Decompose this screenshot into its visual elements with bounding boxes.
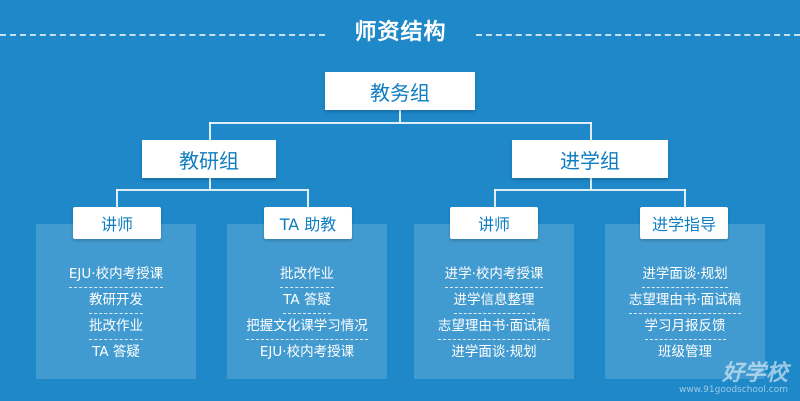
task-item: 批改作业 — [89, 314, 143, 340]
watermark-url: www.91goodschool.com — [679, 385, 788, 395]
role-node-teacher-admission: 讲师 — [450, 207, 538, 239]
task-item: 批改作业 — [280, 262, 334, 288]
task-item: TA 答疑 — [92, 344, 140, 360]
connector-group1-down — [209, 178, 211, 190]
connector-role1-up — [116, 189, 118, 207]
task-item: 学习月报反馈 — [644, 314, 726, 340]
task-item: 进学信息整理 — [453, 288, 535, 314]
title-bar: 师资结构 — [0, 16, 800, 50]
role-panel-teacher-admission: 进学·校内考授课 进学信息整理 志望理由书·面试稿 进学面谈·规划 — [414, 224, 574, 379]
connector-group2-horizontal — [494, 189, 686, 191]
role-node-teacher-research: 讲师 — [73, 207, 161, 239]
role-node-ta: TA 助教 — [264, 207, 352, 239]
task-item: 教研开发 — [89, 288, 143, 314]
connector-group1-horizontal — [116, 189, 309, 191]
task-item: 进学·校内考授课 — [444, 262, 544, 288]
task-item: 把握文化课学习情况 — [246, 314, 368, 340]
title-divider-right — [476, 34, 800, 36]
page-title: 师资结构 — [354, 20, 447, 45]
role-panel-admission-guidance: 进学面谈·规划 志望理由书·面试稿 学习月报反馈 班级管理 — [605, 224, 765, 379]
role-panel-teacher-research: EJU·校内考授课 教研开发 批改作业 TA 答疑 — [36, 224, 196, 379]
watermark-text: 好学校 — [721, 361, 788, 386]
task-item: EJU·校内考授课 — [259, 344, 355, 360]
root-node: 教务组 — [325, 72, 475, 110]
group-node-research: 教研组 — [142, 140, 276, 178]
role-node-admission-guidance: 进学指导 — [640, 207, 728, 239]
connector-role4-up — [684, 189, 686, 207]
watermark-logo: 好学校 www.91goodschool.com — [679, 361, 788, 396]
connector-role3-up — [494, 189, 496, 207]
connector-level2-horizontal — [209, 122, 592, 124]
task-item: 志望理由书·面试稿 — [628, 288, 742, 314]
group-node-admission: 进学组 — [512, 140, 668, 178]
task-item: 班级管理 — [658, 344, 712, 360]
connector-group2-down — [590, 178, 592, 190]
task-item: 进学面谈·规划 — [451, 344, 537, 360]
task-item: 进学面谈·规划 — [642, 262, 728, 288]
connector-role2-up — [307, 189, 309, 207]
task-item: 志望理由书·面试稿 — [437, 314, 551, 340]
connector-group1-up — [209, 122, 211, 140]
task-item: EJU·校内考授课 — [68, 262, 164, 288]
connector-root-down — [399, 110, 401, 123]
title-divider-left — [0, 34, 325, 36]
task-item: TA 答疑 — [283, 288, 331, 314]
connector-group2-up — [590, 122, 592, 140]
role-panel-ta: 批改作业 TA 答疑 把握文化课学习情况 EJU·校内考授课 — [227, 224, 387, 379]
